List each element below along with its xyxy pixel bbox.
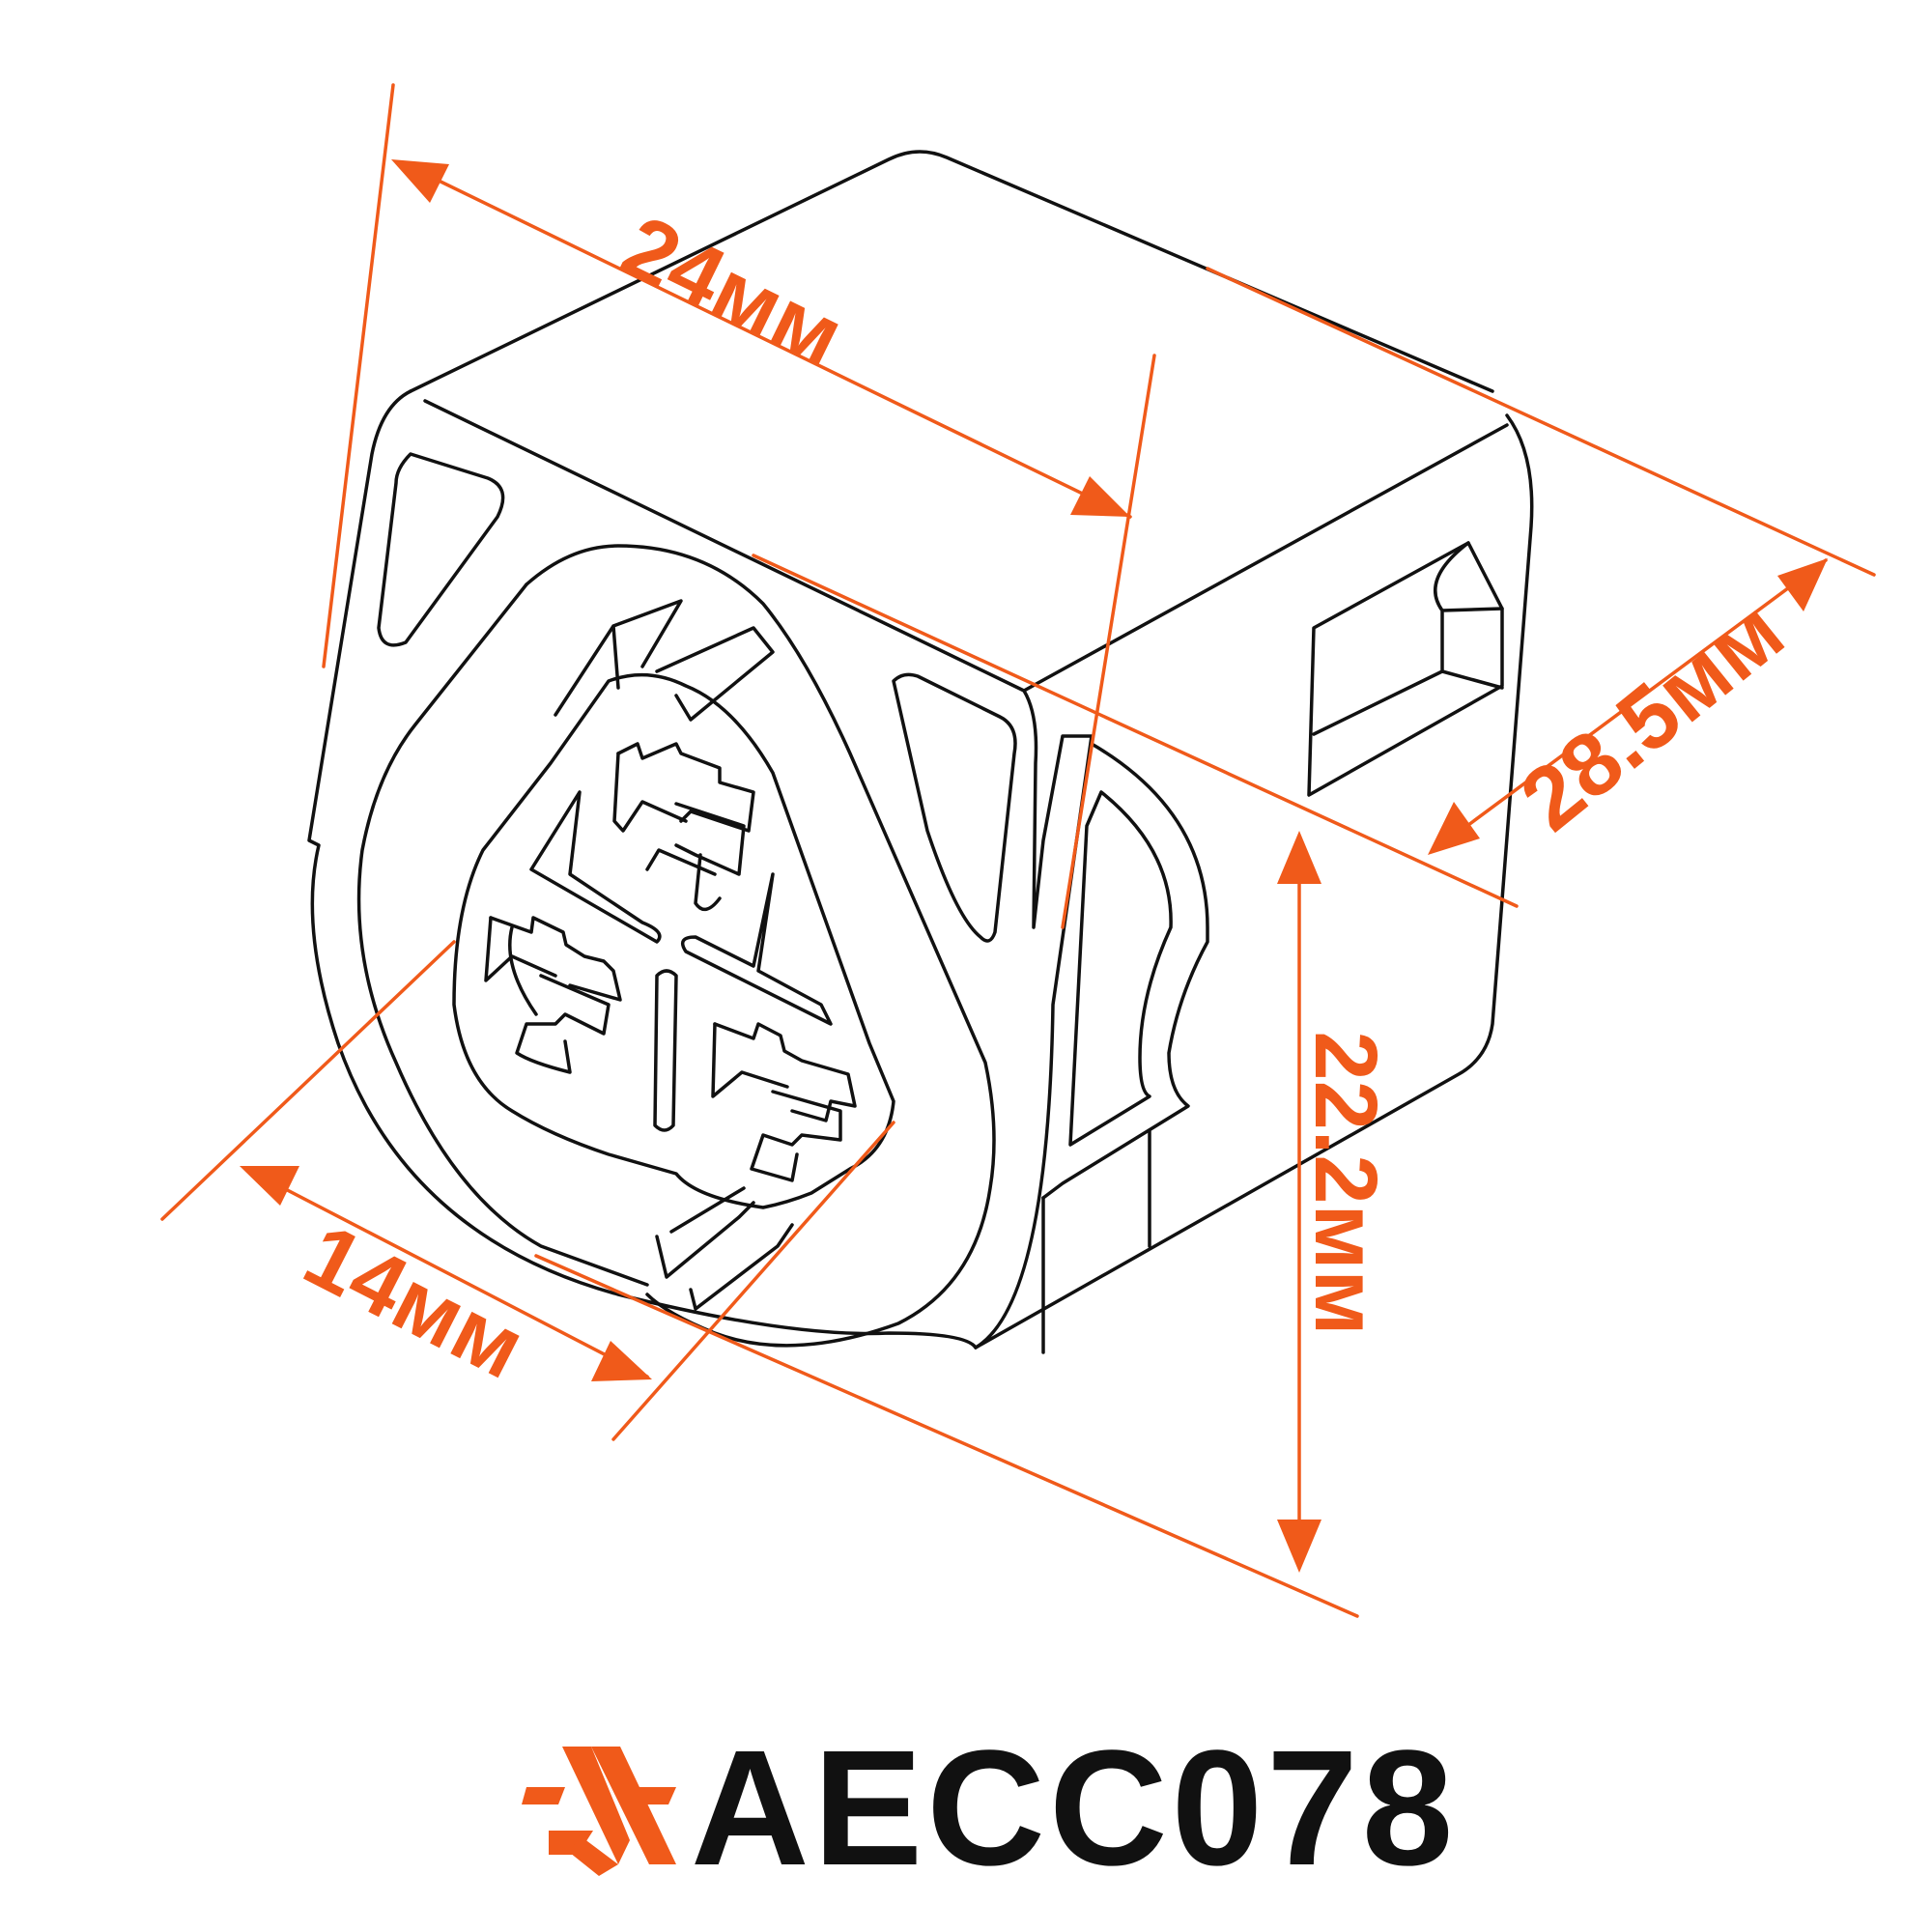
star-logo-icon [522, 1747, 676, 1876]
height-arrow-top [1277, 831, 1321, 884]
right-side-face [974, 413, 1534, 1350]
front-right-lobe-inner [1068, 790, 1173, 1147]
width-arrow-left [391, 159, 449, 203]
center-rib-right [974, 689, 1094, 1350]
extension-line-mid [1061, 354, 1156, 929]
top-face-front-edge [423, 399, 1509, 693]
depth-arrow-top [1777, 558, 1828, 611]
socket-outer-left [356, 582, 649, 1287]
front-face-frame [307, 389, 978, 1350]
depth-dim-line [1433, 558, 1828, 852]
extension-line-diagonal [752, 554, 1519, 908]
extension-line-front-right [611, 1121, 895, 1441]
height-arrow-bottom [1277, 1520, 1321, 1573]
dimension-lines [160, 83, 1876, 1618]
socket-inner [452, 672, 895, 1209]
latch [554, 599, 775, 722]
width-label: 24мм [608, 197, 858, 386]
extension-line-left [322, 83, 395, 668]
width-arrow-right [1070, 476, 1130, 517]
extension-line-top-right [1206, 267, 1876, 577]
front-label: 14мм [290, 1206, 540, 1398]
terminal-slot-top [612, 742, 755, 912]
center-pin [653, 969, 678, 1132]
front-right-lobe [1041, 742, 1209, 1200]
inner-rib-left [529, 790, 662, 944]
front-arrow-right [591, 1341, 652, 1381]
front-dim-line [244, 1167, 649, 1378]
connector-body [307, 150, 1534, 1354]
width-dim-line [399, 160, 1132, 519]
extension-line-bottom [534, 1254, 1359, 1618]
product-code: AECC078 [691, 1717, 1457, 1900]
front-arrow-left [240, 1166, 299, 1206]
center-rib [892, 672, 1017, 943]
depth-label: 28.5мм [1503, 582, 1802, 850]
depth-arrow-bottom [1428, 802, 1480, 855]
side-window-inner [1312, 541, 1504, 736]
front-bottom-flange [1041, 1128, 1151, 1354]
inner-rib-right [680, 872, 833, 1026]
terminal-slot-right [711, 1022, 857, 1182]
socket-outer [525, 544, 996, 1348]
top-face [409, 150, 1494, 393]
front-left-window [377, 452, 505, 647]
height-label: 22.2мм [1296, 1031, 1395, 1335]
side-window [1307, 541, 1504, 797]
terminal-slot-left [484, 916, 622, 1074]
extension-line-front-left [160, 940, 456, 1221]
socket-floor-line [508, 925, 746, 1234]
socket-keyway [655, 1201, 794, 1311]
